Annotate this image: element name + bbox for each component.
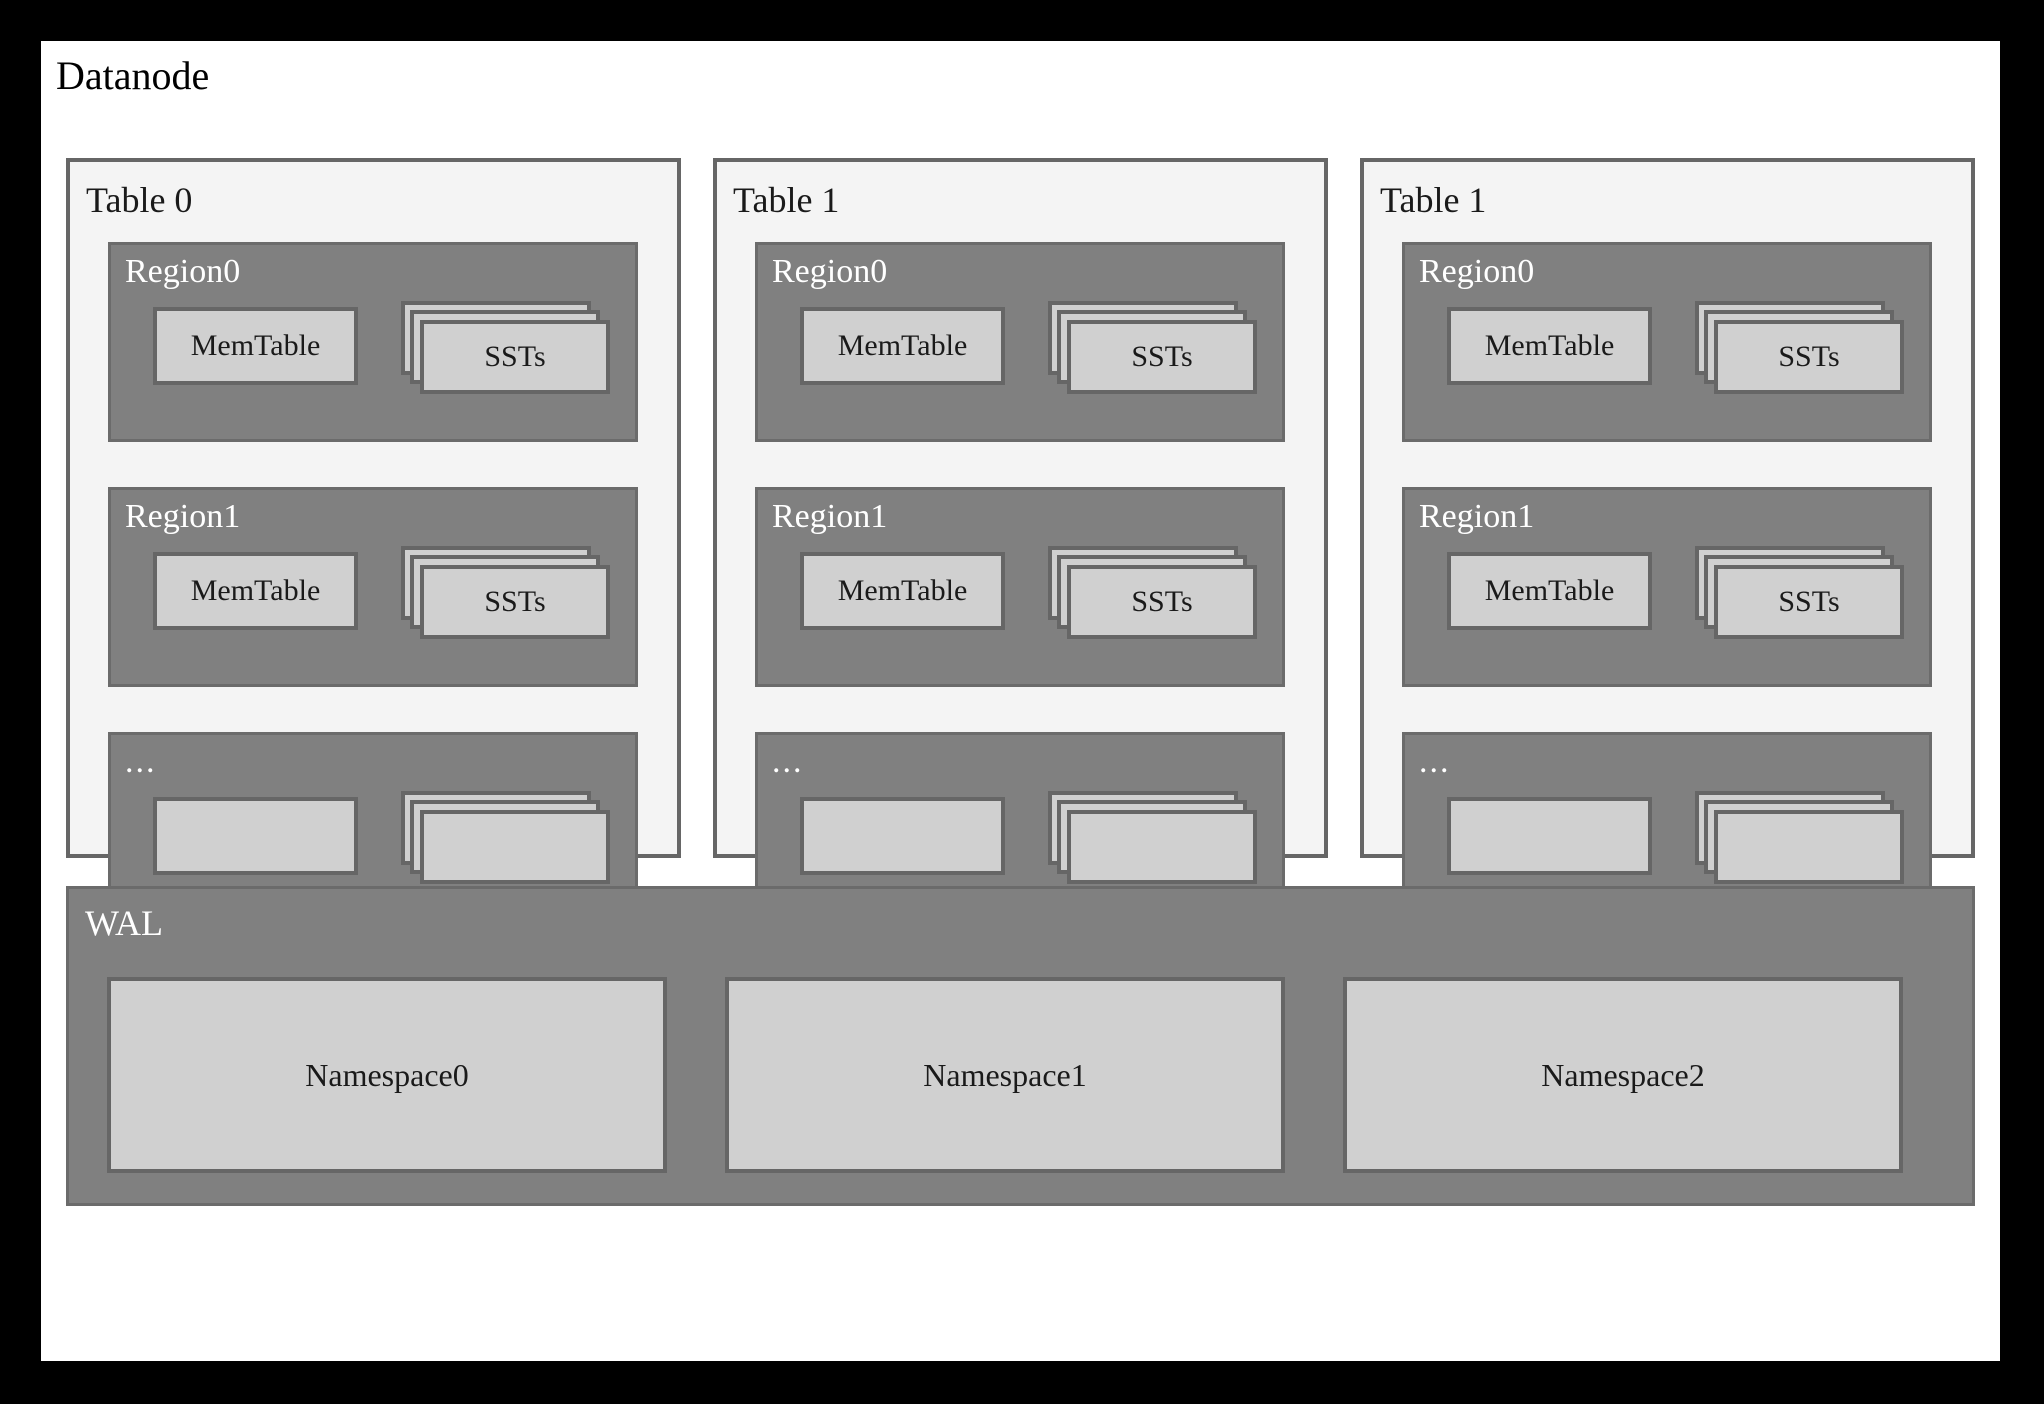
memtable-box[interactable] <box>153 797 358 875</box>
namespace-row: Namespace0 Namespace1 Namespace2 <box>107 977 1937 1173</box>
datanode-page: Datanode Table 0 Region0 MemTable SSTs R… <box>41 41 2000 1361</box>
table-panel[interactable]: Table 0 Region0 MemTable SSTs Region1 Me… <box>66 158 681 932</box>
region-block[interactable]: Region0 MemTable SSTs <box>108 242 638 442</box>
region-title: Region1 <box>772 498 888 535</box>
memtable-box[interactable]: MemTable <box>800 307 1005 385</box>
region-block[interactable]: Region0 MemTable SSTs <box>1402 242 1932 442</box>
table-title: Table 1 <box>1380 180 1487 220</box>
sst-card-front[interactable] <box>420 810 610 884</box>
wal-block[interactable]: WAL Namespace0 Namespace1 Namespace2 <box>66 886 1975 1206</box>
table-panel[interactable]: Table 1 Region0 MemTable SSTs Region1 Me… <box>713 158 1328 932</box>
sst-card-front[interactable]: SSTs <box>420 320 610 394</box>
region-title: Region1 <box>125 498 241 535</box>
sst-stack[interactable]: SSTs <box>401 546 613 642</box>
region-block[interactable]: Region1 MemTable SSTs <box>108 487 638 687</box>
sst-stack[interactable]: SSTs <box>1695 301 1907 397</box>
sst-card-front[interactable]: SSTs <box>1067 320 1257 394</box>
region-title-ellipsis: ... <box>125 743 157 780</box>
tables-row: Table 0 Region0 MemTable SSTs Region1 Me… <box>66 158 1975 932</box>
region-title: Region0 <box>772 253 888 290</box>
region-block[interactable]: Region1 MemTable SSTs <box>755 487 1285 687</box>
table-title: Table 1 <box>733 180 840 220</box>
memtable-box[interactable]: MemTable <box>1447 307 1652 385</box>
sst-card-front[interactable] <box>1067 810 1257 884</box>
namespace-box[interactable]: Namespace2 <box>1343 977 1903 1173</box>
namespace-box[interactable]: Namespace0 <box>107 977 667 1173</box>
sst-stack[interactable] <box>1048 791 1260 887</box>
region-title-ellipsis: ... <box>772 743 804 780</box>
sst-card-front[interactable]: SSTs <box>420 565 610 639</box>
page-title: Datanode <box>56 53 210 98</box>
region-title-ellipsis: ... <box>1419 743 1451 780</box>
namespace-box[interactable]: Namespace1 <box>725 977 1285 1173</box>
wal-title: WAL <box>85 903 163 943</box>
region-title: Region0 <box>1419 253 1535 290</box>
sst-stack[interactable] <box>1695 791 1907 887</box>
memtable-box[interactable]: MemTable <box>153 307 358 385</box>
sst-card-front[interactable]: SSTs <box>1714 320 1904 394</box>
sst-stack[interactable]: SSTs <box>1048 301 1260 397</box>
table-panel[interactable]: Table 1 Region0 MemTable SSTs Region1 Me… <box>1360 158 1975 932</box>
memtable-box[interactable]: MemTable <box>1447 552 1652 630</box>
region-title: Region1 <box>1419 498 1535 535</box>
region-block[interactable]: Region1 MemTable SSTs <box>1402 487 1932 687</box>
sst-stack[interactable]: SSTs <box>1048 546 1260 642</box>
sst-stack[interactable] <box>401 791 613 887</box>
table-title: Table 0 <box>86 180 193 220</box>
sst-card-front[interactable]: SSTs <box>1067 565 1257 639</box>
sst-stack[interactable]: SSTs <box>1695 546 1907 642</box>
memtable-box[interactable]: MemTable <box>800 552 1005 630</box>
sst-stack[interactable]: SSTs <box>401 301 613 397</box>
region-title: Region0 <box>125 253 241 290</box>
sst-card-front[interactable]: SSTs <box>1714 565 1904 639</box>
region-block[interactable]: Region0 MemTable SSTs <box>755 242 1285 442</box>
memtable-box[interactable] <box>1447 797 1652 875</box>
memtable-box[interactable]: MemTable <box>153 552 358 630</box>
memtable-box[interactable] <box>800 797 1005 875</box>
sst-card-front[interactable] <box>1714 810 1904 884</box>
